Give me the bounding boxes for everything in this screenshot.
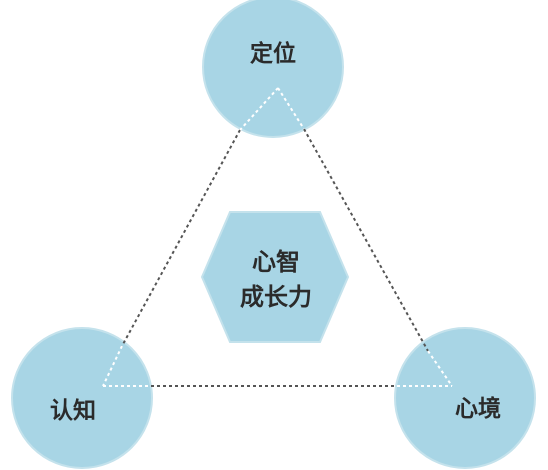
node-circle-left — [11, 327, 153, 469]
edge-inner-top-b — [277, 87, 305, 130]
node-circle-top — [202, 0, 344, 138]
center-hexagon — [200, 211, 350, 343]
node-label-right: 心境 — [455, 395, 501, 422]
edge-top-left — [121, 129, 241, 347]
node-label-top: 定位 — [250, 40, 296, 67]
edge-top-right — [303, 128, 429, 352]
edge-inner-right-a — [427, 350, 453, 387]
center-label-line2: 成长力 — [240, 283, 312, 311]
node-circle-right — [394, 327, 536, 469]
triangle-edges-inner — [102, 87, 453, 387]
node-label-left: 认知 — [50, 397, 96, 424]
edge-inner-left-a — [102, 345, 123, 387]
center-label-line1: 心智 — [252, 248, 300, 276]
triangle-edges-outer — [121, 128, 429, 387]
